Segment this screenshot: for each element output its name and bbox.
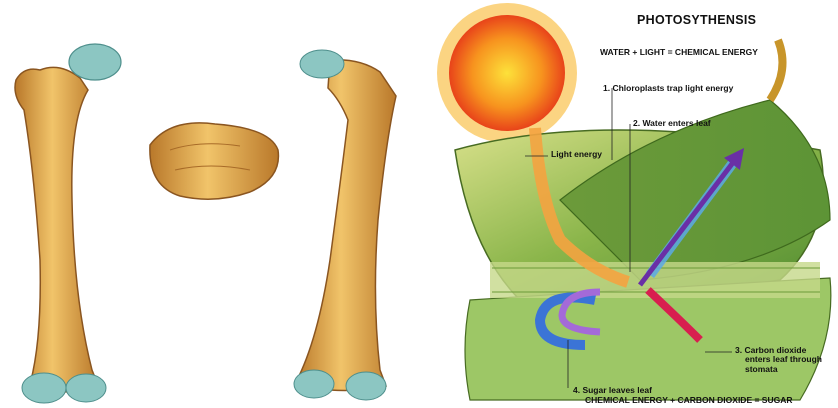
- label-light-energy: Light energy: [551, 150, 602, 159]
- femur-head-cartilage: [69, 44, 121, 80]
- patella: [150, 123, 279, 199]
- label-sugar-leaves: 4. Sugar leaves leaf: [573, 386, 652, 395]
- diagram-title: PHOTOSYTHENSIS: [637, 14, 756, 28]
- condyle-cartilage: [22, 373, 66, 403]
- equation-water-light: WATER + LIGHT = CHEMICAL ENERGY: [600, 48, 758, 57]
- sun: [437, 3, 577, 143]
- femur-head-cartilage: [300, 50, 344, 78]
- equation-chemical-energy: CHEMICAL ENERGY + CARBON DIOXIDE = SUGAR: [585, 396, 793, 405]
- condyle-cartilage: [294, 370, 334, 398]
- label-carbon-dioxide: 3. Carbon dioxide enters leaf through st…: [735, 346, 835, 374]
- femur-side-view: [294, 50, 396, 400]
- label-chloroplasts: 1. Chloroplasts trap light energy: [603, 84, 733, 93]
- label-carbon-dioxide-line3: stomata: [735, 365, 835, 374]
- condyle-cartilage: [346, 372, 386, 400]
- condyle-cartilage: [66, 374, 106, 402]
- femur-front-view: [15, 44, 121, 403]
- label-water-enters: 2. Water enters leaf: [633, 119, 711, 128]
- leaf-stem: [770, 40, 783, 100]
